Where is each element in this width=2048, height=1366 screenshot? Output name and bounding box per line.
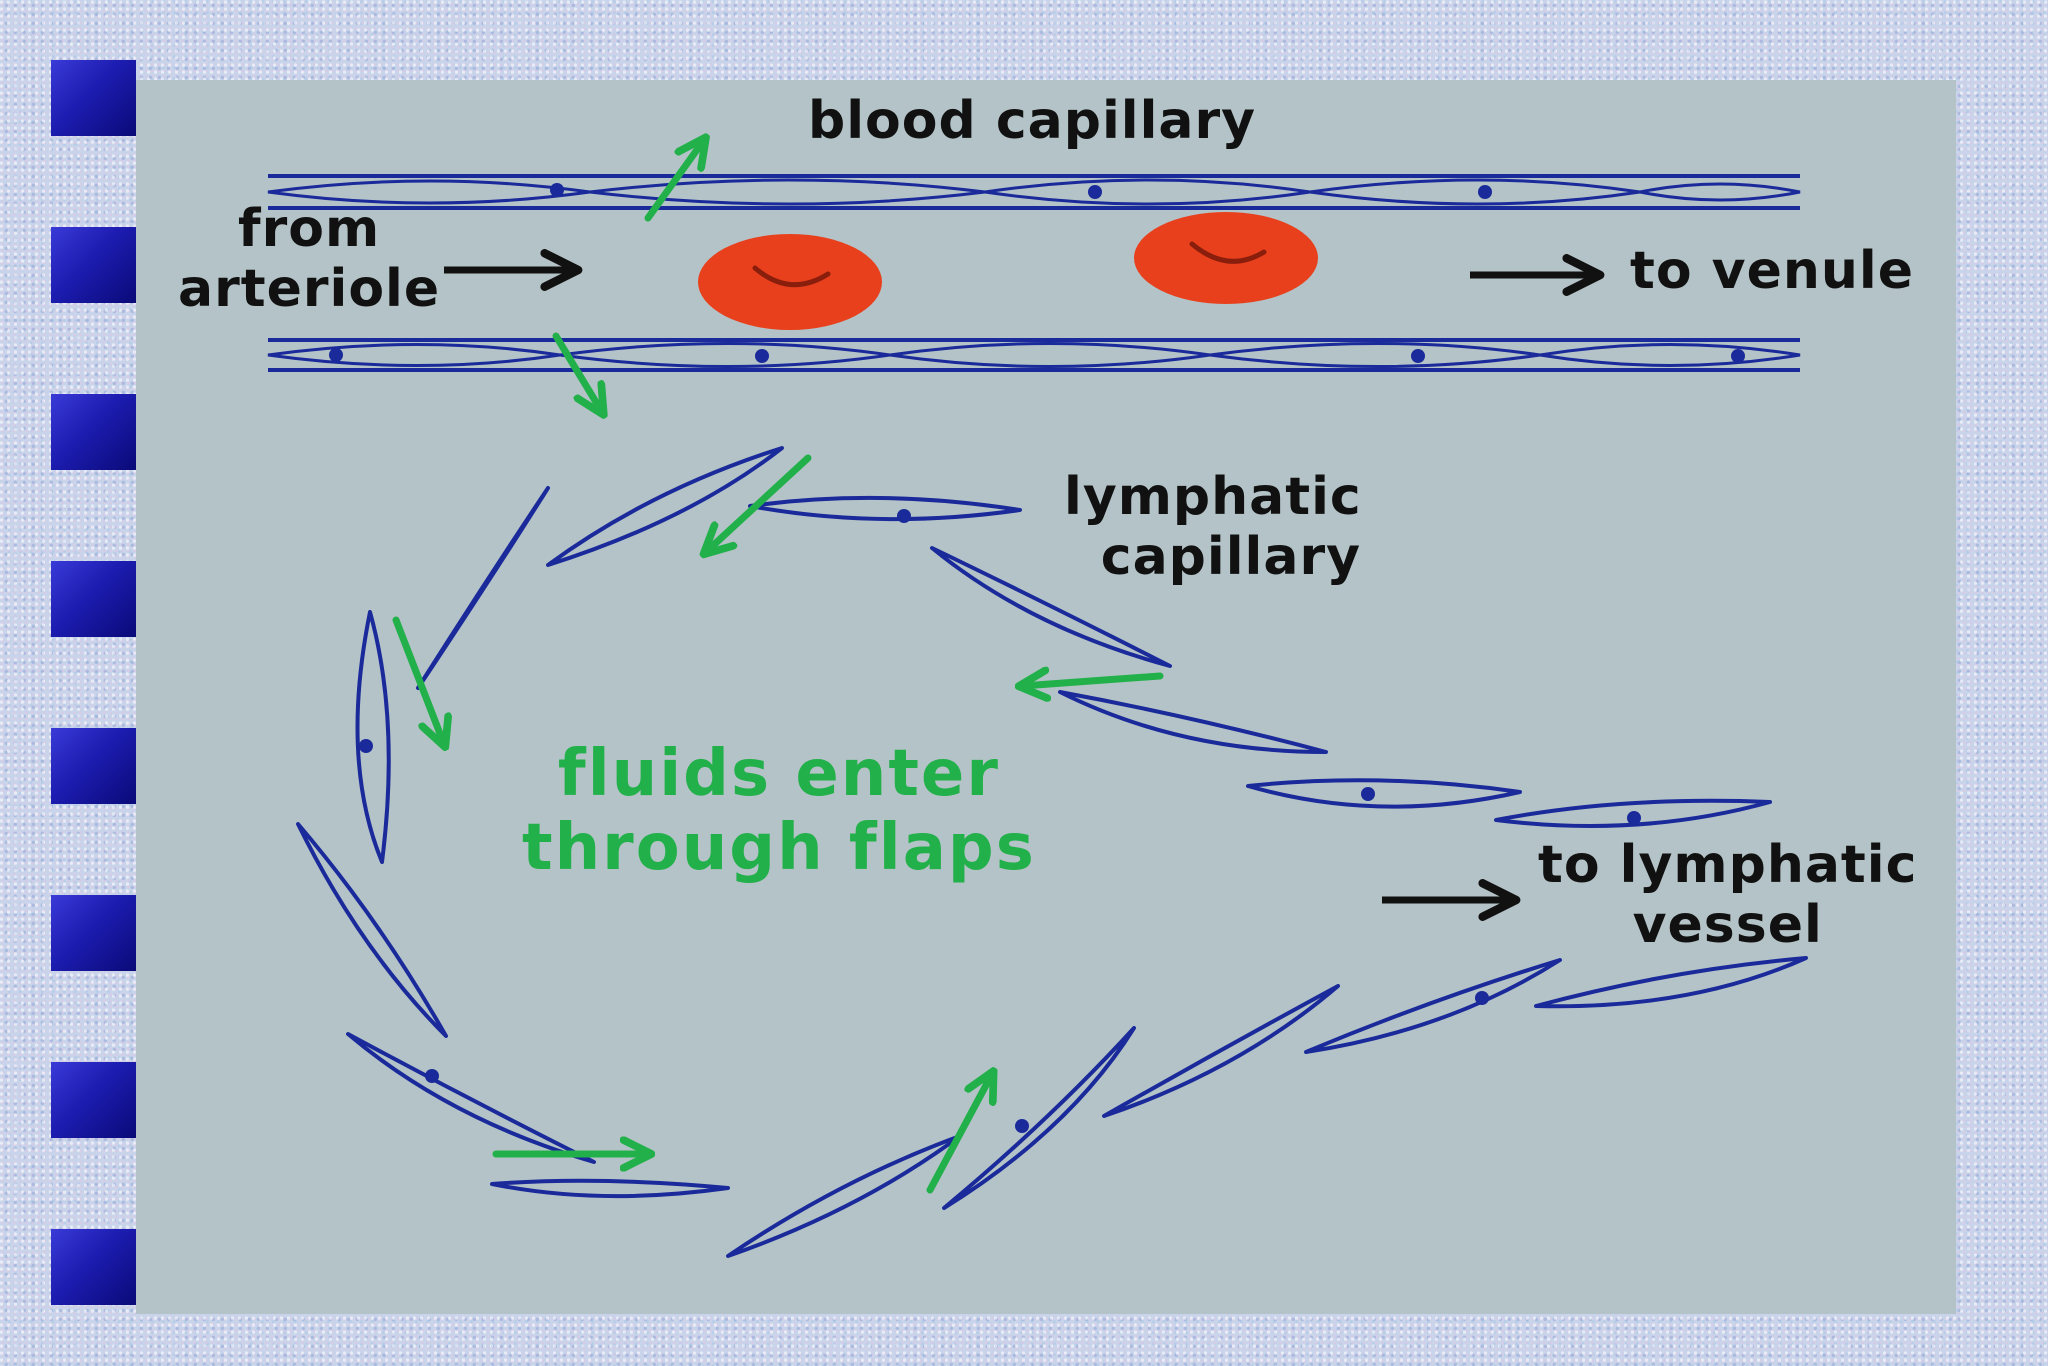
label-from-arteriole: from arteriole [178,199,441,319]
green-arrow-icon [552,332,602,412]
lymph-cell [748,495,1022,522]
lymph-cell [1102,984,1340,1118]
lymphatic-cell-nuclei [359,509,1641,1133]
label-to-lymphatic-vessel: to lymphatic vessel [1538,835,1918,955]
side-marker [51,728,136,804]
blood-capillary-bottom-nuclei [329,348,1745,363]
side-marker [51,895,136,971]
label-lymphatic-capillary: lymphatic capillary [1064,467,1362,587]
lymph-cell [1534,956,1808,1009]
lymph-cell [296,822,448,1038]
lymph-cell [930,546,1172,668]
green-arrow-icon [706,454,812,552]
red-blood-cell [698,234,882,330]
green-arrow-icon [392,616,444,744]
red-blood-cell [1134,212,1318,304]
label-blood-capillary: blood capillary [808,91,1257,151]
side-marker [51,1062,136,1138]
side-marker [51,227,136,303]
label-to-venule: to venule [1630,241,1914,301]
side-marker [51,1229,136,1305]
lymph-cell [726,1134,962,1258]
blood-capillary-top-nuclei [550,183,1492,199]
side-marker [51,60,136,136]
lymph-cell [942,1026,1136,1210]
green-arrow-icon [1022,676,1164,686]
lymph-cell [1304,958,1562,1054]
green-arrow-icon [644,140,704,222]
side-marker [51,561,136,637]
lymph-cell [346,1032,596,1164]
fluid-arrows [392,140,1164,1194]
lymph-cell [490,1178,730,1199]
lymph-cell [355,610,391,864]
blood-capillary-top-wall [267,174,1801,210]
side-marker [51,394,136,470]
lymph-cell [416,486,550,690]
lymph-cell [1246,778,1522,809]
lymph-cell [1494,798,1772,828]
lymph-cell [546,446,784,567]
green-arrow-icon [926,1074,992,1194]
lymph-cell [1058,690,1328,754]
label-fluids-enter: fluids enter through flaps [522,737,1036,885]
blood-capillary-bottom-wall [267,338,1801,372]
